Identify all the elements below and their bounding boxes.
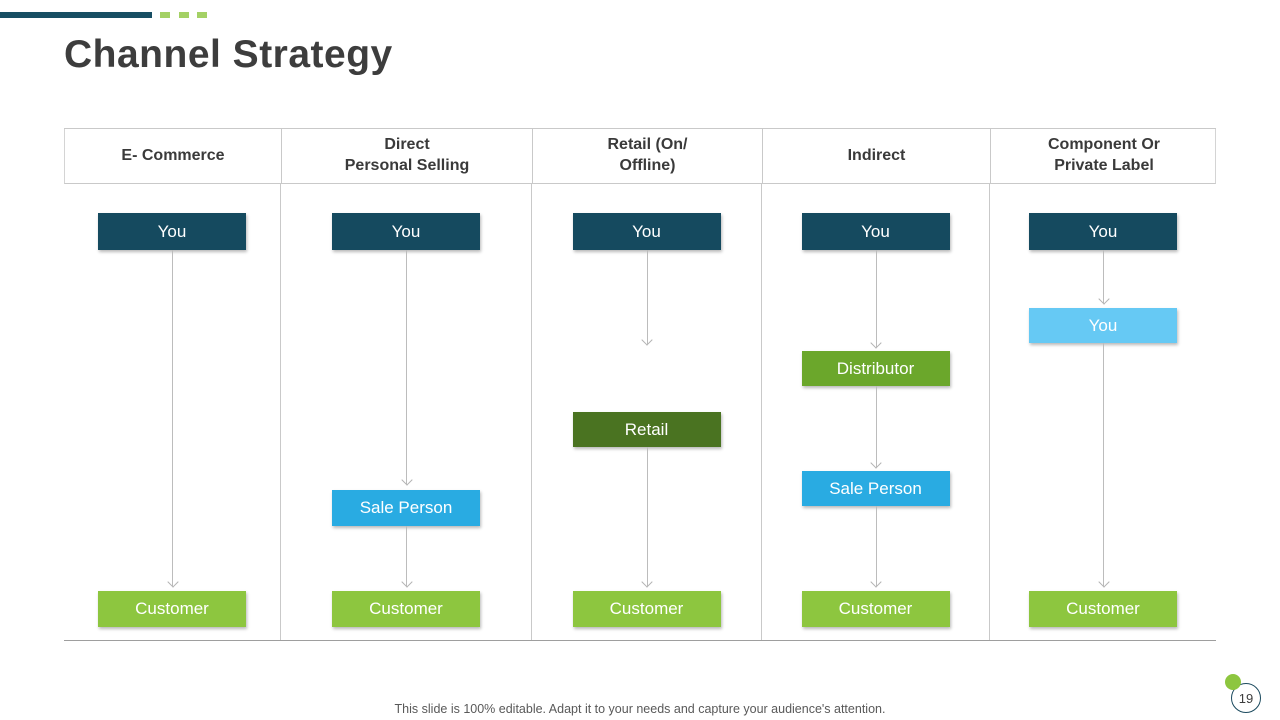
arrow-down [875,250,877,347]
flow-column-retail: You Retail Customer [532,184,762,640]
accent-dash [160,12,170,18]
arrow-down [1103,250,1104,303]
node-customer: Customer [98,591,246,627]
accent-dash [179,12,189,18]
arrow-down [1103,343,1104,586]
column-header-indirect: Indirect [763,129,991,183]
node-customer: Customer [572,591,721,627]
page-number-badge: 19 [1231,683,1261,713]
node-sale-person: Sale Person [801,471,950,506]
channel-strategy-table: E- Commerce Direct Personal Selling Reta… [64,128,1216,641]
arrow-down [875,386,877,467]
footer-note: This slide is 100% editable. Adapt it to… [394,702,886,716]
flow-column-component-private-label: You You Customer [990,184,1216,640]
column-header-retail-on-offline: Retail (On/ Offline) [533,129,763,183]
node-customer: Customer [1029,591,1177,627]
node-customer: Customer [801,591,950,627]
column-header-direct-personal-selling: Direct Personal Selling [282,129,533,183]
flow-column-indirect: You Distributor Sale Person Customer [762,184,990,640]
page-title: Channel Strategy [64,33,393,76]
node-you: You [98,213,246,250]
node-customer: Customer [332,591,480,627]
page-number-dot [1225,674,1241,690]
flow-column-ecommerce: You Customer [64,184,281,640]
node-you: You [1029,213,1177,250]
column-header-component-or-private-label: Component Or Private Label [1048,136,1160,174]
table-body: You Customer You Sale Person Customer Yo… [64,184,1216,640]
arrow-down [875,506,877,586]
node-you: You [572,213,721,250]
node-you: You [801,213,950,250]
node-distributor: Distributor [801,351,950,386]
accent-dash [197,12,207,18]
arrow-down [406,526,407,586]
arrow-down [646,250,648,344]
arrow-down [646,447,648,586]
node-retail: Retail [572,412,721,447]
flow-column-direct-personal-selling: You Sale Person Customer [281,184,532,640]
node-sale-person: Sale Person [332,490,480,526]
node-you: You [332,213,480,250]
arrow-down [172,250,173,586]
title-accent-bar [0,12,152,18]
table-header-row: E- Commerce Direct Personal Selling Reta… [64,129,1216,184]
column-header-ecommerce: E- Commerce [65,129,282,183]
node-you-secondary: You [1029,308,1177,343]
page-number: 19 [1238,690,1254,706]
arrow-down [406,250,407,484]
